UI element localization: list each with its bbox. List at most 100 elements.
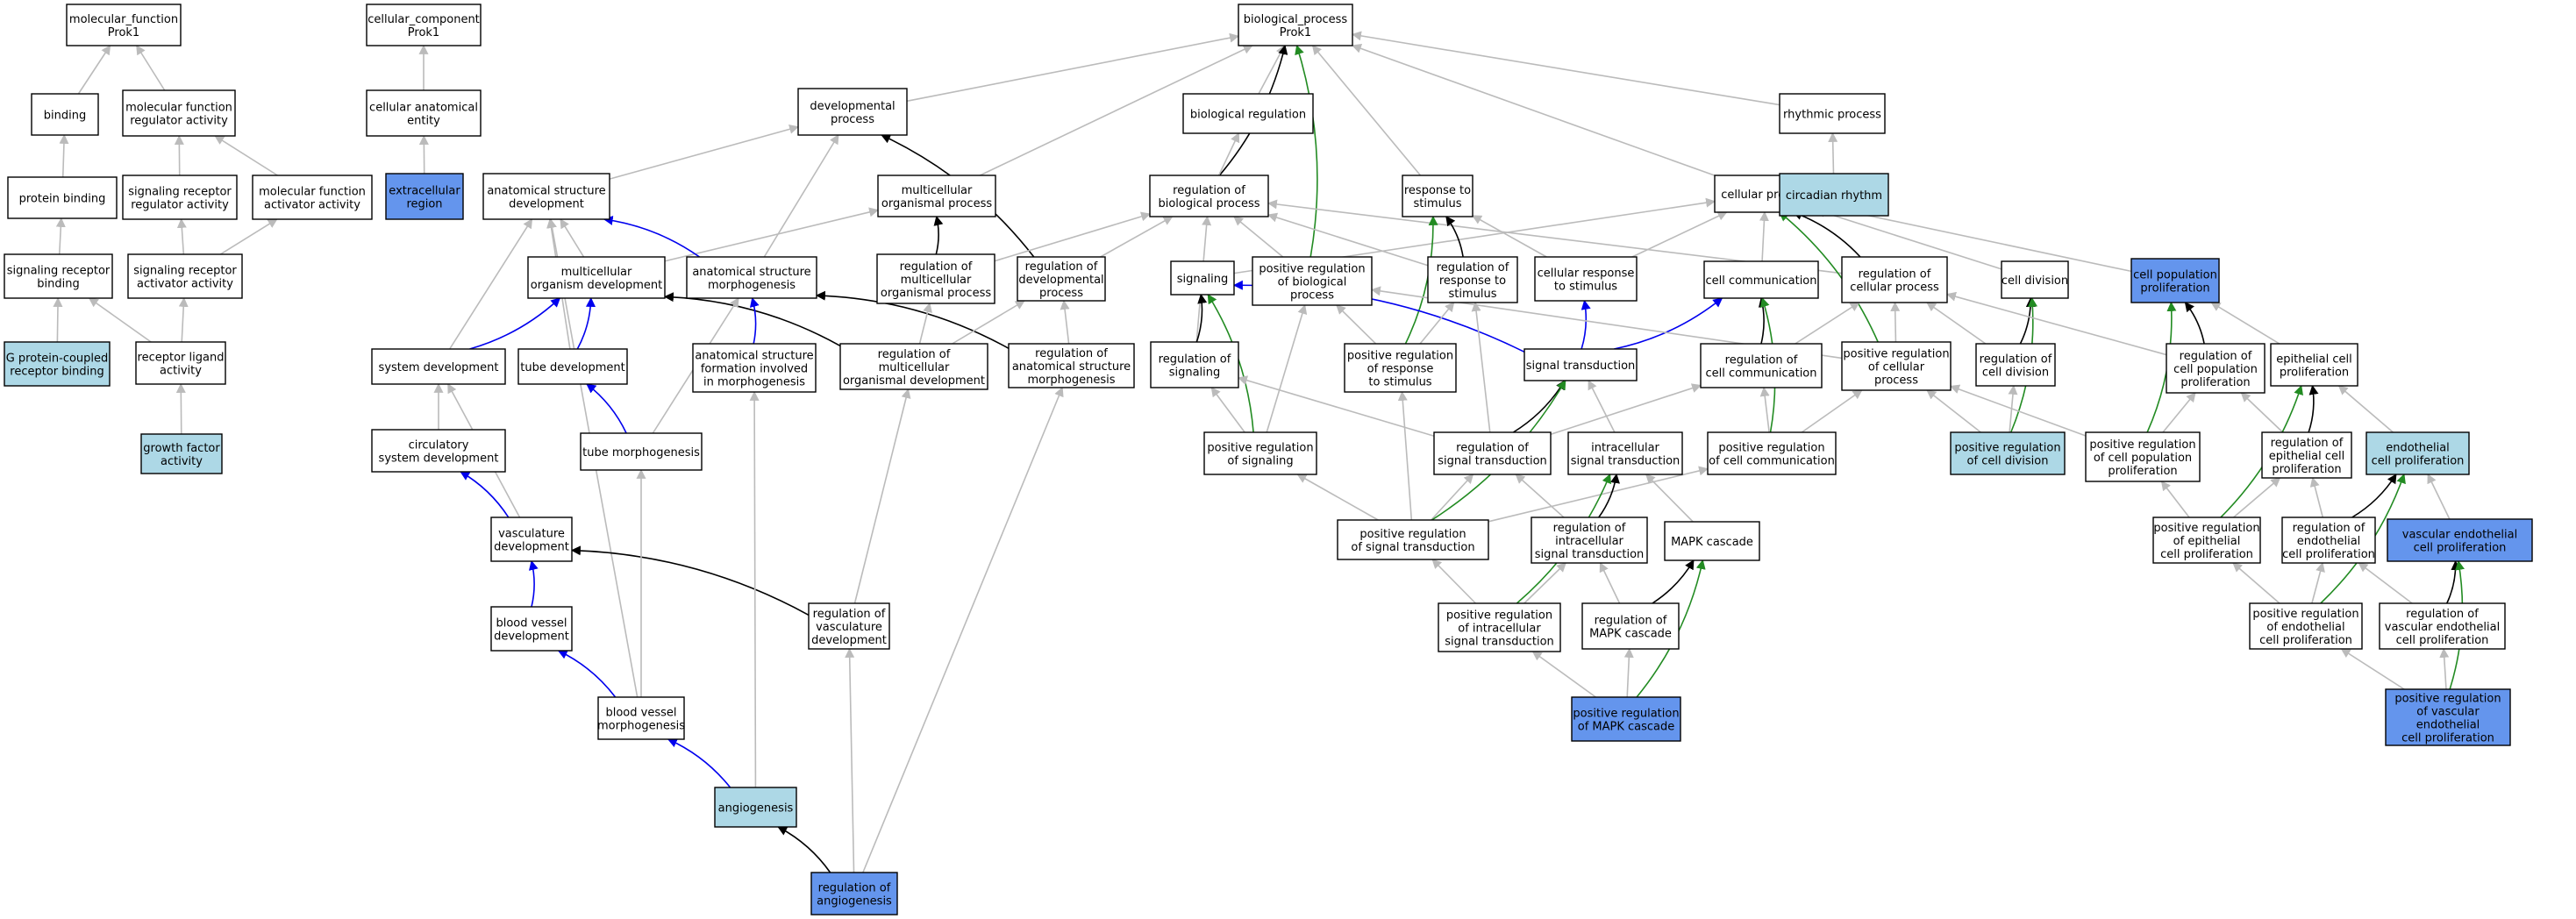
node-box (66, 4, 182, 46)
edge-gray (55, 217, 66, 255)
node-label-line: endothelial (2297, 535, 2361, 548)
node-label-line: activity (161, 455, 203, 468)
node-label-line: signaling receptor (133, 265, 237, 278)
go-term-node: circadian rhythm (1779, 173, 1889, 217)
node-box (2085, 431, 2201, 482)
go-term-node: angiogenesis (714, 787, 797, 828)
edge-gray (449, 218, 533, 350)
node-box (1841, 341, 1952, 391)
node-box (527, 256, 666, 299)
node-box (2281, 516, 2376, 564)
node-label-line: molecular function (125, 102, 232, 115)
edge-gray (2427, 474, 2451, 520)
edge-gray (1431, 559, 1476, 604)
node-label-line: biological_process (1244, 13, 1348, 26)
node-label-line: of biological (1278, 276, 1347, 289)
edge-gray (1419, 302, 1455, 345)
node-label-line: vascular endothelial (2402, 529, 2517, 542)
node-box (31, 93, 99, 136)
edge-gray (1926, 389, 1981, 433)
node-label-line: to stimulus (1554, 281, 1617, 294)
node-label-line: formation involved (701, 363, 808, 376)
node-label-line: of response (1367, 363, 1434, 376)
edge-black (1652, 559, 1695, 604)
edge-gray (1531, 651, 1596, 698)
node-box (1700, 343, 1823, 388)
node-label-line: process (1290, 289, 1334, 303)
node-box (2270, 343, 2358, 387)
node-box (2130, 258, 2220, 303)
edge-gray (2439, 647, 2450, 690)
node-box (1841, 256, 1948, 303)
node-label-line: cell proliferation (2259, 634, 2352, 647)
node-label-line: cellular anatomical (369, 102, 478, 115)
edge-gray (178, 296, 189, 343)
go-term-node: tube development (517, 348, 628, 385)
node-label-line: activity (160, 365, 202, 378)
node-label-line: cellular process (1850, 281, 1939, 295)
edge-black (815, 290, 1010, 349)
node-box (1581, 602, 1680, 650)
node-box (490, 516, 573, 562)
node-box (692, 343, 817, 393)
edge-blue (603, 215, 701, 258)
node-box (2249, 602, 2363, 650)
edge-black (2184, 302, 2205, 345)
node-label-line: regulation of (1159, 353, 1231, 367)
node-box (371, 348, 506, 385)
node-label-line: anatomical structure (487, 185, 605, 198)
edge-gray (1233, 216, 1284, 258)
node-box (797, 88, 908, 136)
node-label-line: of cell division (1967, 455, 2049, 468)
node-box (1008, 343, 1135, 388)
node-label-line: of intracellular (1458, 623, 1541, 636)
edge-blue (749, 296, 760, 345)
node-label-line: positive regulation (1843, 348, 1949, 361)
node-label-line: positive regulation (1718, 442, 1824, 455)
edge-black (663, 292, 841, 347)
node-box (686, 256, 817, 299)
edge-gray (1645, 474, 1694, 523)
node-box (252, 175, 373, 220)
node-label-line: development (811, 634, 887, 647)
node-label-line: stimulus (1448, 288, 1496, 301)
node-label-line: Prok1 (108, 26, 139, 39)
edge-gray (2337, 385, 2394, 433)
node-label-line: proliferation (2140, 282, 2209, 296)
edge-gray (1431, 474, 1474, 521)
node-box (1571, 696, 1681, 742)
node-label-line: multicellular (901, 274, 972, 287)
node-label-line: positive regulation (2252, 608, 2358, 621)
node-label-line: signal transduction (1535, 548, 1645, 561)
edge-gray (1945, 291, 2167, 356)
node-label-line: organismal process (881, 287, 991, 300)
edge-gray (1599, 562, 1621, 604)
node-label-line: regulation of (2180, 350, 2252, 363)
node-box (1017, 256, 1106, 302)
node-label-line: cell population (2133, 269, 2217, 282)
node-label-line: regulation of (1595, 615, 1667, 628)
edge-gray (1351, 31, 1780, 106)
edge-gray (1623, 647, 1634, 698)
edge-blue (1614, 297, 1723, 350)
node-box (2166, 343, 2266, 394)
edge-gray (1759, 210, 1769, 262)
edge-gray (1926, 302, 1987, 345)
node-label-line: organism development (531, 279, 662, 292)
